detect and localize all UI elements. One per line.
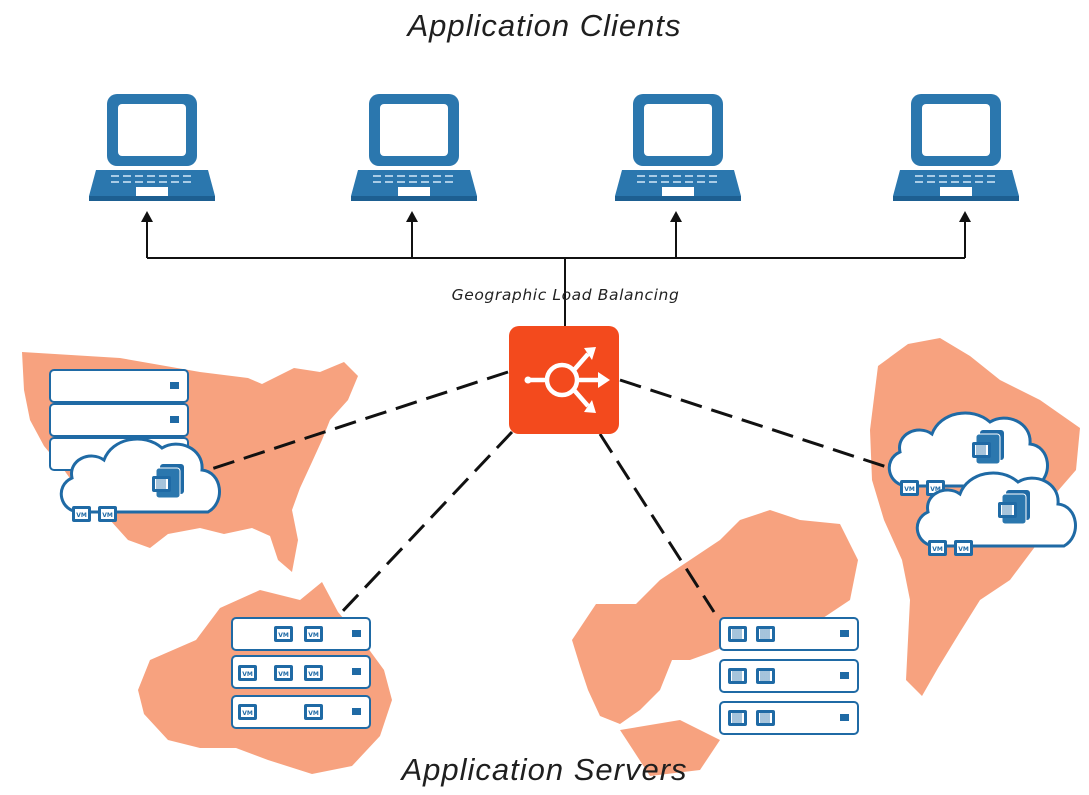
client-laptop-1 xyxy=(89,94,215,201)
client-laptop-2 xyxy=(351,94,477,201)
rack-unit xyxy=(49,403,189,437)
client-laptop-3 xyxy=(615,94,741,201)
client-laptop-4 xyxy=(893,94,1019,201)
server-links xyxy=(195,370,897,616)
load-balancing-label: Geographic Load Balancing xyxy=(451,286,680,304)
rack-unit xyxy=(49,369,189,403)
client-connector-lines xyxy=(146,218,966,326)
clients-title: Application Clients xyxy=(407,8,682,43)
europe-map xyxy=(572,510,858,776)
south-america-servers xyxy=(887,411,1077,556)
servers-title: Application Servers xyxy=(401,752,688,787)
load-balancer-icon xyxy=(509,326,619,434)
arrowheads xyxy=(141,211,971,222)
europe-servers xyxy=(719,617,859,735)
australia-servers xyxy=(231,617,371,729)
north-america-servers xyxy=(49,369,221,522)
